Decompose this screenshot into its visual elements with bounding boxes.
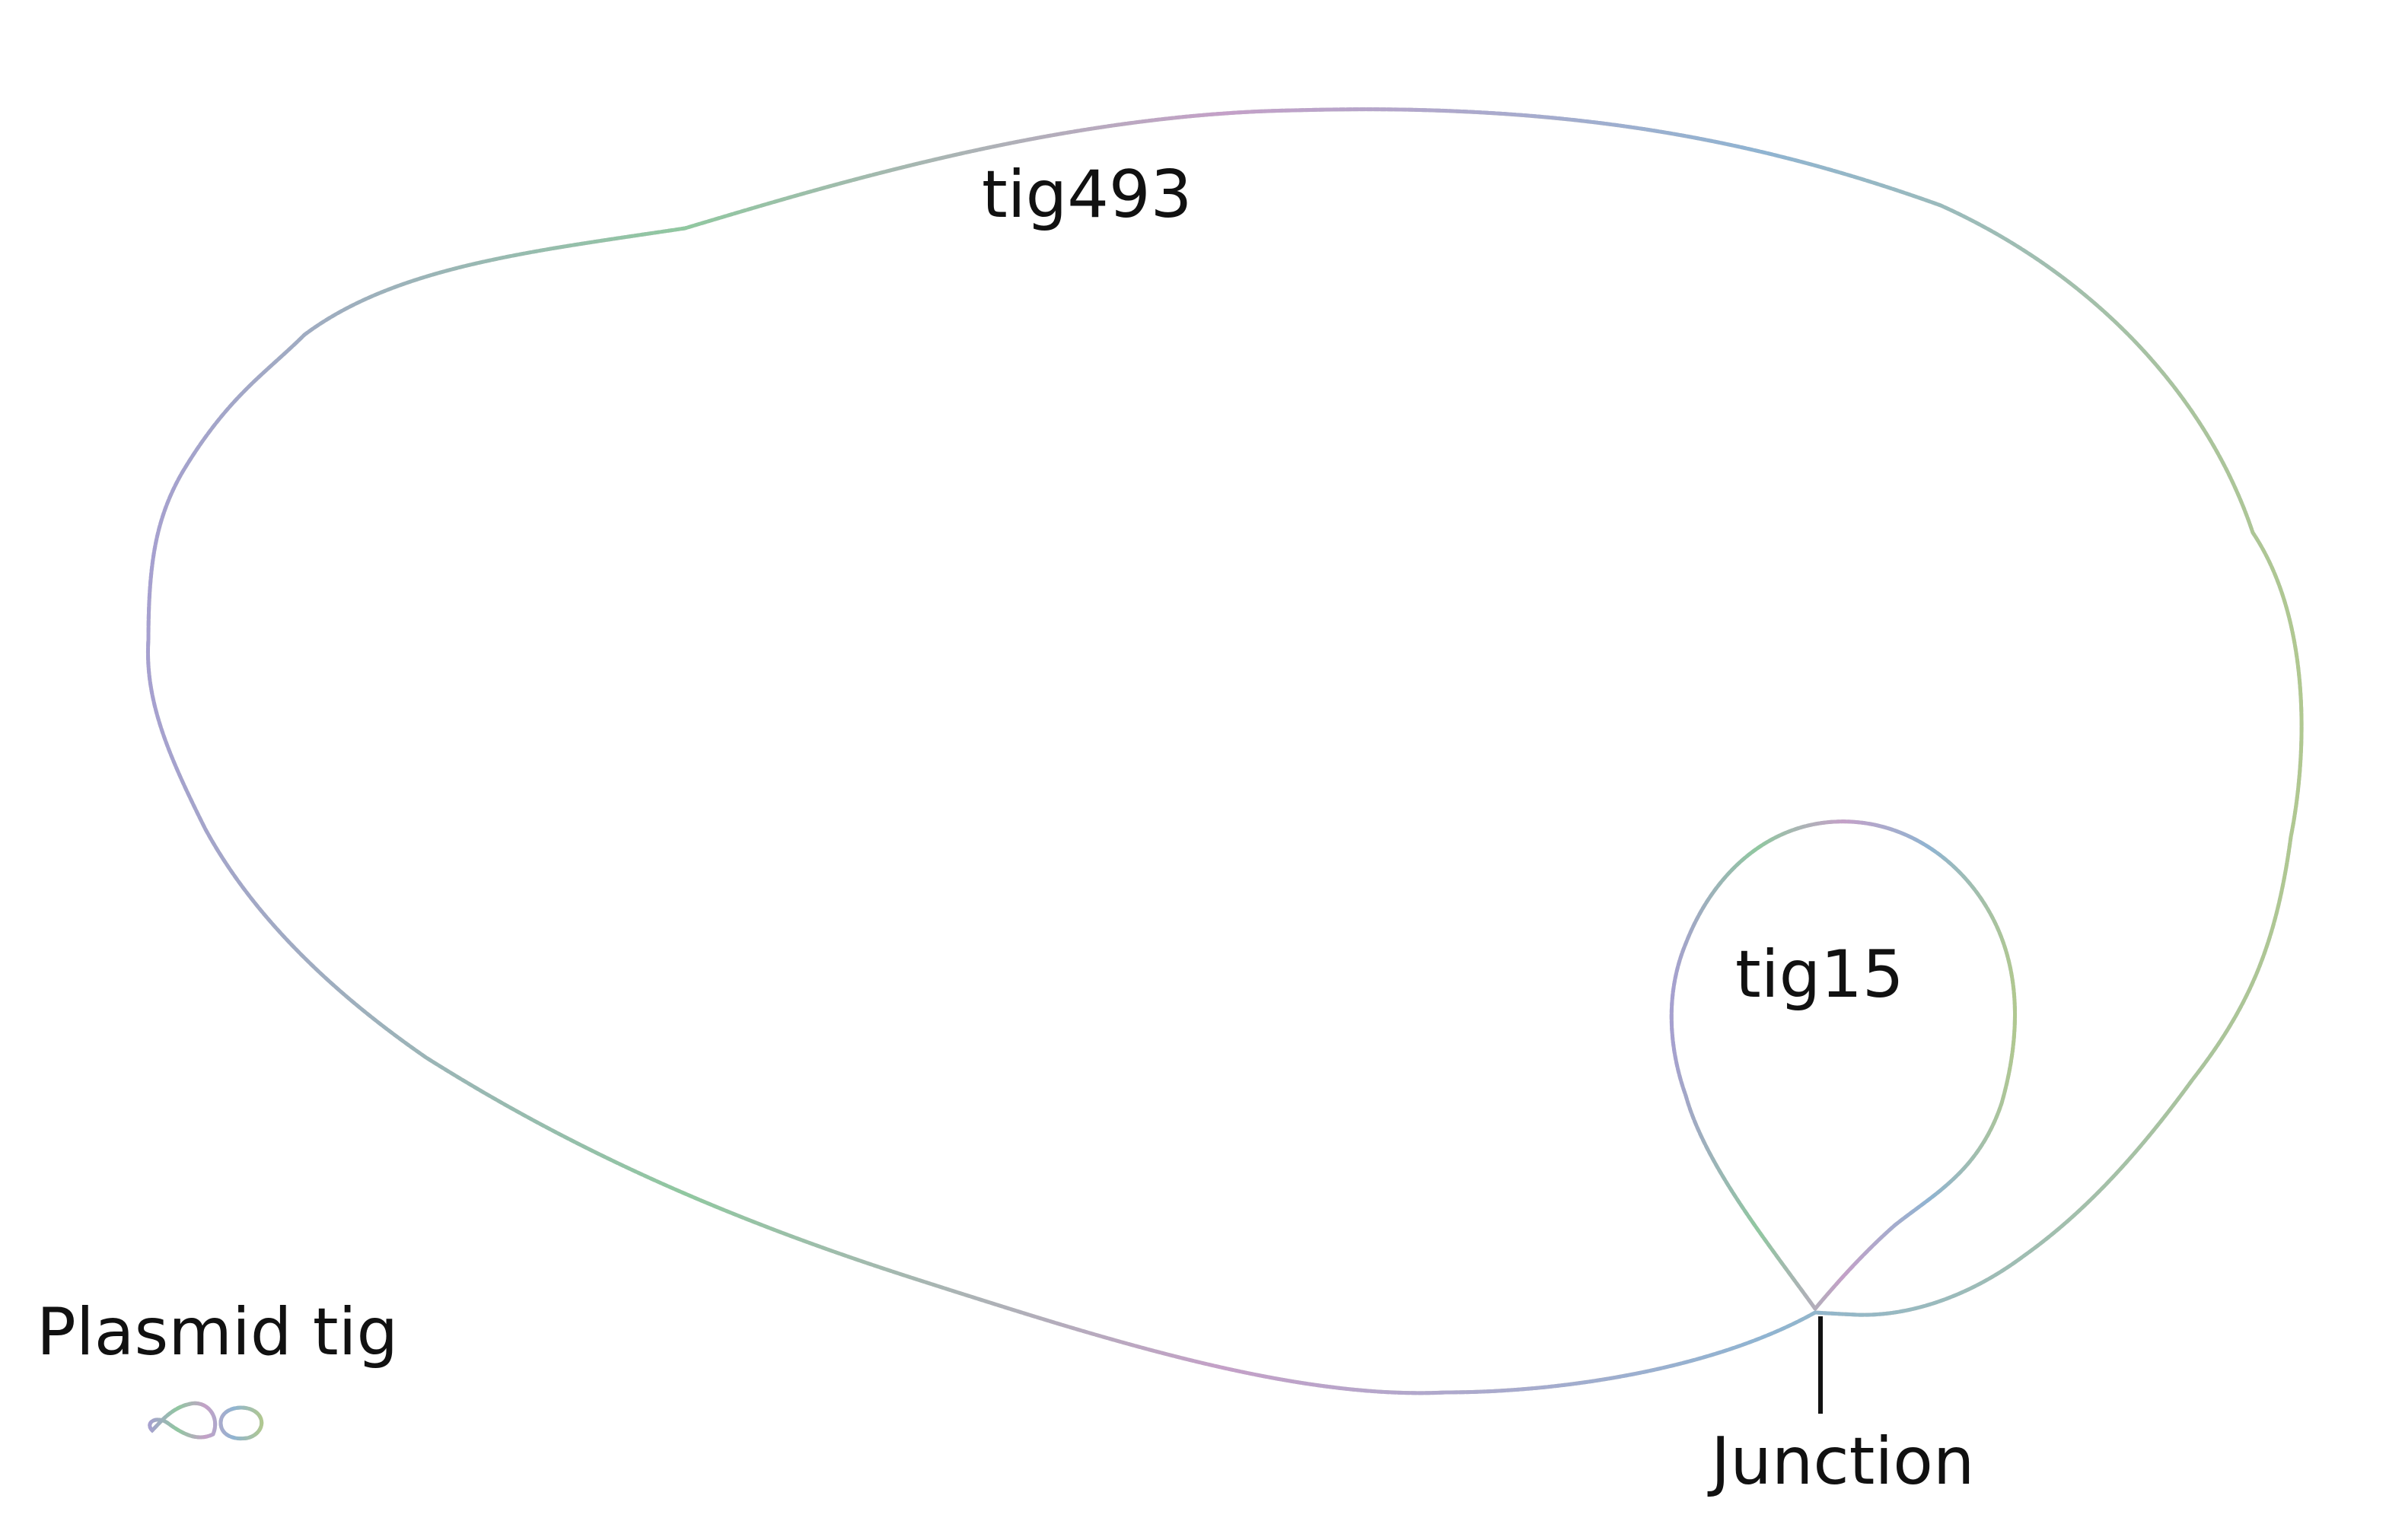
contig-tig15: [1669, 819, 2017, 1311]
label-tig15: tig15: [1735, 937, 1904, 1013]
label-tig493: tig493: [982, 157, 1192, 233]
contig-tig493-overlay: [145, 107, 2304, 1395]
plasmid-contig-overlay: [148, 1401, 264, 1441]
contig-tig493: [145, 107, 2304, 1395]
label-plasmid: Plasmid tig: [37, 1294, 398, 1370]
contig-tig493-path: [145, 107, 2304, 1395]
contig-tig15-overlay: [1669, 819, 2017, 1311]
label-junction: Junction: [1707, 1424, 1974, 1500]
plasmid-contig: [148, 1401, 264, 1441]
contig-tig15-path: [1669, 819, 2017, 1311]
